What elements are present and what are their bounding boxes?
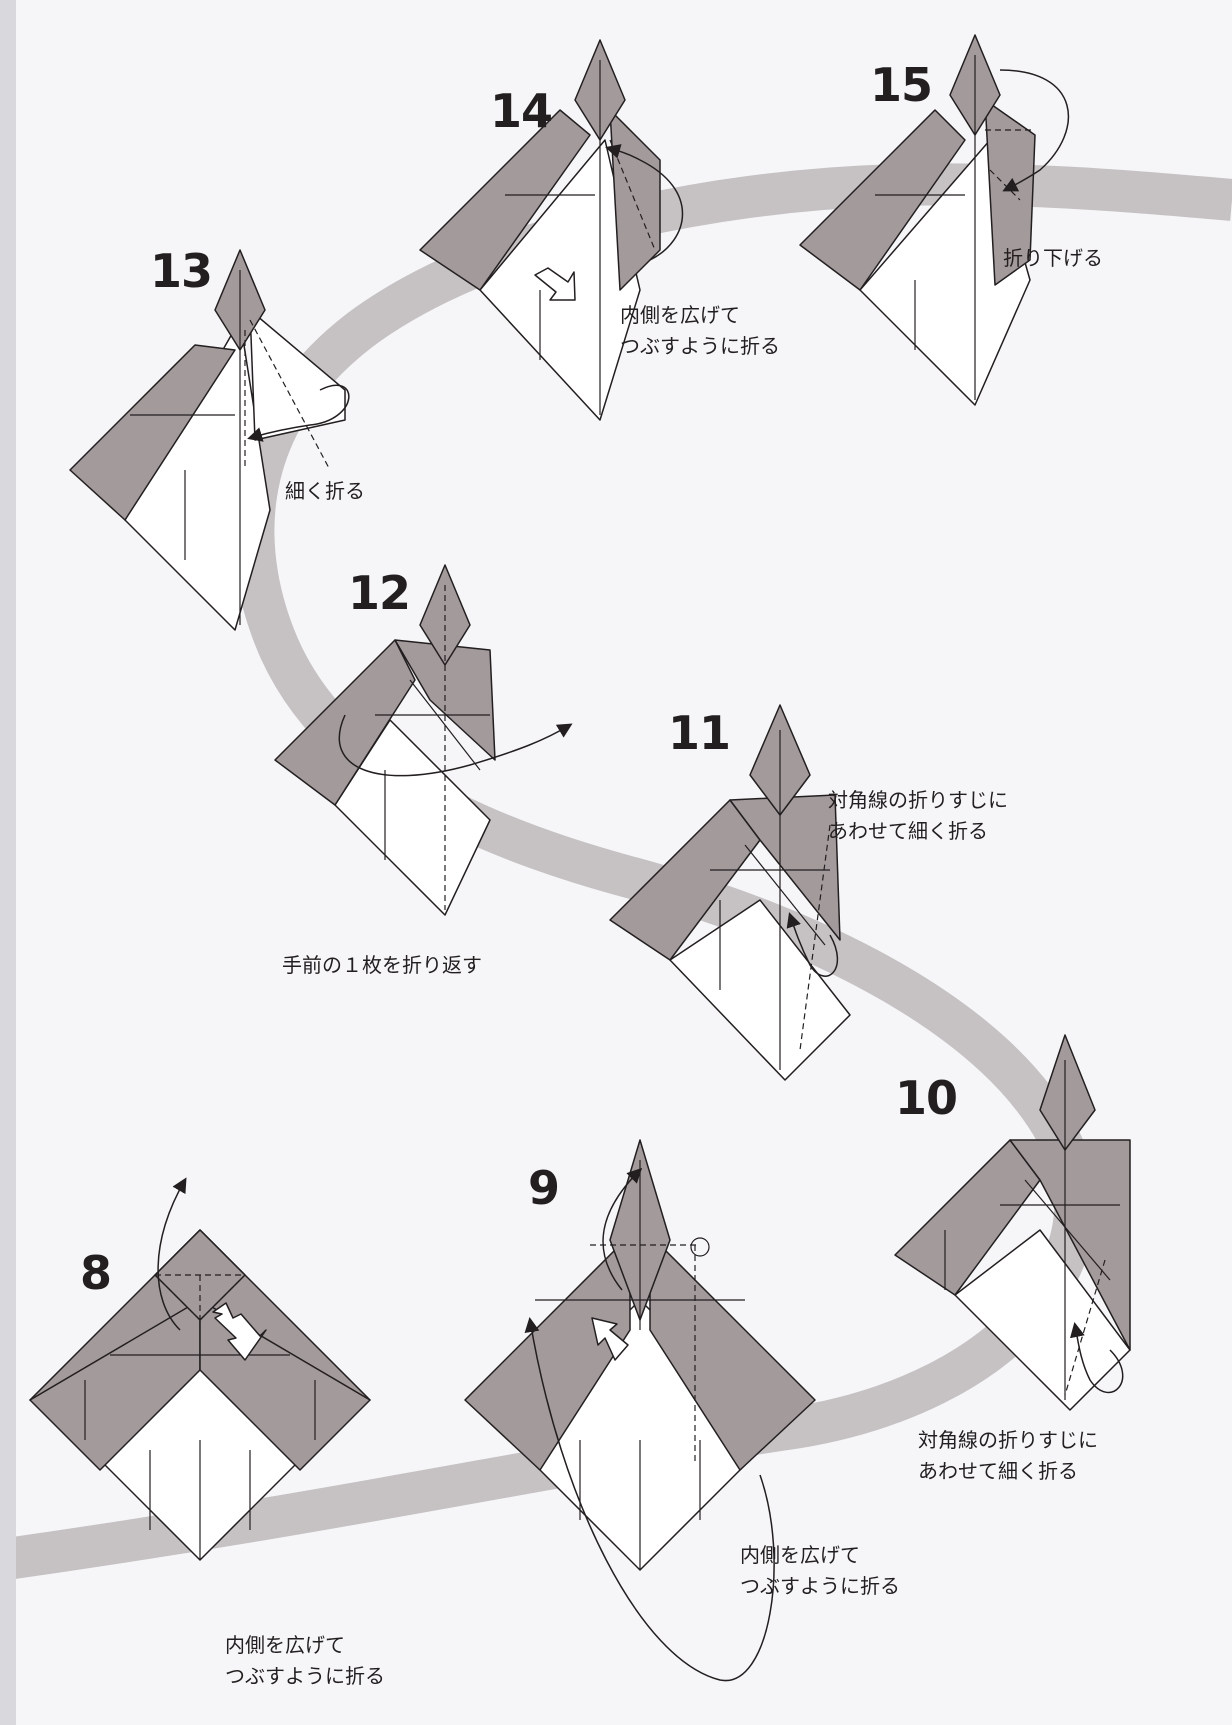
step-13-left-band bbox=[69, 344, 236, 521]
step-9-caption-line-2: つぶすように折る bbox=[740, 1574, 900, 1598]
step-14-fold-arrow bbox=[605, 144, 684, 261]
step-9-push-arrow bbox=[591, 1317, 629, 1361]
step-14-caption-line-2: つぶすように折る bbox=[620, 334, 780, 358]
step-10-number: 10 bbox=[895, 1071, 958, 1125]
step-11-caption: 対角線の折りすじに あわせて細く折る bbox=[828, 785, 1008, 847]
step-10-caption-line-2: あわせて細く折る bbox=[918, 1459, 1078, 1483]
step-14-caption: 内側を広げて つぶすように折る bbox=[620, 300, 780, 362]
step-11-fold-arrow bbox=[786, 912, 839, 977]
step-10-model bbox=[894, 1034, 1131, 1411]
step-12-number: 12 bbox=[348, 566, 411, 620]
page-gutter bbox=[0, 0, 16, 1725]
step-11-caption-line-2: あわせて細く折る bbox=[828, 819, 988, 843]
step-13-right-flap bbox=[249, 309, 346, 441]
step-9-left-band bbox=[464, 1234, 631, 1471]
step-11-model bbox=[609, 704, 851, 1081]
step-11-number: 11 bbox=[668, 706, 731, 760]
step-14-caption-line-1: 内側を広げて bbox=[620, 303, 740, 327]
step-15-model bbox=[799, 34, 1070, 406]
step-8-number: 8 bbox=[80, 1246, 112, 1300]
step-15-fold-arrow bbox=[999, 69, 1070, 192]
step-9-caption-line-1: 内側を広げて bbox=[740, 1543, 860, 1567]
step-15-white-diamond bbox=[859, 139, 1031, 406]
step-10-caption: 対角線の折りすじに あわせて細く折る bbox=[918, 1425, 1098, 1487]
step-8-caption-line-2: つぶすように折る bbox=[225, 1664, 385, 1688]
step-9-caption: 内側を広げて つぶすように折る bbox=[740, 1540, 900, 1602]
step-8-caption-line-1: 内側を広げて bbox=[225, 1633, 345, 1657]
step-8-caption: 内側を広げて つぶすように折る bbox=[225, 1630, 385, 1692]
step-12-left-band bbox=[274, 639, 416, 806]
step-15-caption: 折り下げる bbox=[1003, 243, 1103, 274]
step-13-model bbox=[69, 249, 350, 631]
step-14-model bbox=[419, 39, 684, 421]
step-12-model bbox=[274, 564, 573, 916]
step-11-right-band bbox=[729, 794, 841, 941]
step-15-left-band bbox=[799, 109, 966, 291]
step-13-fold-arrow bbox=[247, 384, 350, 442]
step-10-fold-arrow bbox=[1069, 1322, 1124, 1394]
step-15-right-band bbox=[984, 99, 1036, 286]
step-12-caption-line-1: 手前の１枚を折り返す bbox=[282, 953, 482, 977]
step-9-fold-arrow bbox=[602, 1167, 643, 1291]
step-8-fold-arrow bbox=[157, 1177, 187, 1331]
step-8-model bbox=[29, 1177, 371, 1561]
step-12-caption: 手前の１枚を折り返す bbox=[282, 950, 482, 981]
step-13-number: 13 bbox=[150, 244, 213, 298]
step-14-push-arrow bbox=[534, 267, 576, 301]
step-11-white-diamond bbox=[669, 899, 851, 1081]
step-14-left-band bbox=[419, 109, 591, 291]
step-9-number: 9 bbox=[528, 1161, 560, 1215]
step-9-long-arrow bbox=[524, 1317, 775, 1682]
step-13-caption-line-1: 細く折る bbox=[285, 479, 365, 503]
step-10-caption-line-1: 対角線の折りすじに bbox=[918, 1428, 1098, 1452]
step-13-caption: 細く折る bbox=[285, 476, 365, 507]
step-15-number: 15 bbox=[870, 58, 933, 112]
step-15-caption-line-1: 折り下げる bbox=[1003, 246, 1103, 270]
step-14-number: 14 bbox=[490, 84, 553, 138]
step-11-caption-line-1: 対角線の折りすじに bbox=[828, 788, 1008, 812]
step-8-push-arrow bbox=[212, 1302, 267, 1361]
step-10-right-band bbox=[1009, 1139, 1131, 1351]
step-12-fold-arrow bbox=[338, 714, 573, 777]
step-9-right-band bbox=[649, 1234, 816, 1471]
step-9-model bbox=[464, 1139, 816, 1682]
